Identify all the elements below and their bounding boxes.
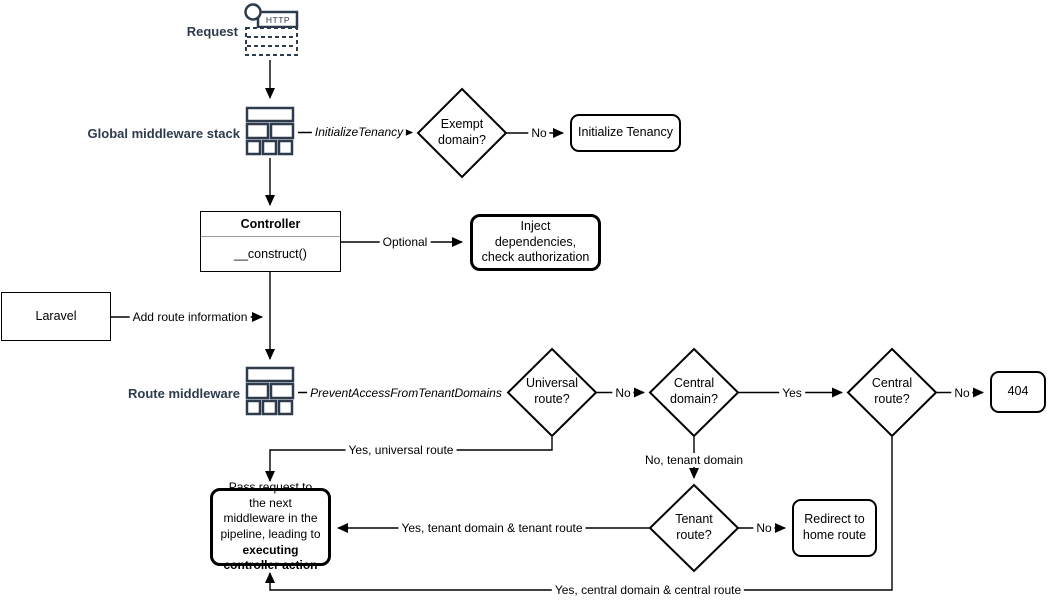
node-404: 404 (990, 371, 1046, 413)
request-body-dashed-box (245, 27, 298, 56)
decision-tenant-route-shape (648, 483, 740, 573)
edge-label-universal-no: No (612, 385, 634, 400)
inject-dependencies-text: Inject dependencies, check authorization (481, 219, 590, 265)
decision-central-domain-label: Central domain? (670, 376, 718, 406)
redirect-home-text: Redirect to home route (802, 512, 867, 542)
node-redirect-home: Redirect to home route (792, 499, 877, 557)
node-initialize-tenancy: Initialize Tenancy (570, 114, 681, 152)
pass-request-text: Pass request to the next middleware in t… (220, 480, 321, 573)
edge-label-optional: Optional (379, 235, 431, 249)
node-controller: Controller __construct() (200, 211, 341, 272)
route-middleware-stack-icon (245, 366, 295, 416)
edge-label-tenant-domain-no: No, tenant domain (641, 453, 747, 467)
edge-label-tenant-no: No (753, 521, 775, 535)
http-label: HTTP (266, 15, 290, 25)
decision-tenant-route-label: Tenant route? (675, 512, 713, 542)
edge-label-universal-yes: Yes, universal route (345, 443, 457, 457)
request-label: Request (186, 24, 238, 39)
edge-label-central-route-no: No (951, 385, 973, 400)
node-laravel: Laravel (1, 292, 111, 341)
decision-central-domain-shape (648, 347, 740, 438)
edge-label-prevent-access: PreventAccessFromTenantDomains (307, 385, 505, 400)
decision-universal-route-label: Universal route? (525, 376, 579, 406)
controller-title: Controller (201, 212, 340, 237)
global-middleware-stack-icon (245, 106, 295, 156)
edge-label-central-yes: Yes, central domain & central route (551, 583, 745, 597)
route-middleware-label: Route middleware (128, 386, 240, 401)
decision-central-route-label: Central route? (871, 376, 913, 406)
http-request-icon: HTTP (244, 3, 299, 56)
global-middleware-stack-label: Global middleware stack (87, 126, 240, 141)
request-circle-glyph (244, 3, 262, 21)
edge-label-central-domain-yes: Yes (779, 385, 805, 400)
decision-universal-route-shape (506, 347, 598, 438)
controller-construct-method: __construct() (234, 247, 307, 261)
edge-label-exempt-no: No (528, 125, 550, 140)
edge-label-initialize-tenancy: InitializeTenancy (311, 125, 407, 139)
decision-central-route-shape (846, 347, 938, 438)
decision-exempt-domain-shape (416, 87, 508, 179)
edge-label-add-route-information: Add route information (129, 310, 251, 324)
pass-request-bold-text: executing controller action (223, 542, 318, 573)
node-inject-dependencies: Inject dependencies, check authorization (470, 214, 601, 271)
node-pass-request: Pass request to the next middleware in t… (210, 480, 331, 572)
decision-exempt-domain-label: Exempt domain? (438, 117, 486, 147)
edge-label-tenant-yes: Yes, tenant domain & tenant route (398, 521, 586, 535)
